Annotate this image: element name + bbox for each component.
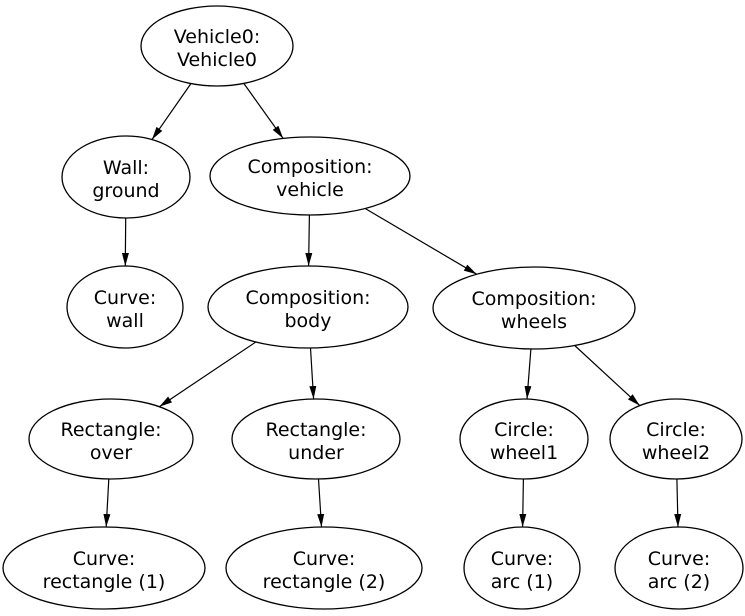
node-label-line2: rectangle (2)	[263, 571, 386, 593]
node-label-line2: wall	[106, 310, 144, 332]
node-curve-arc-1: Curve:arc (1)	[463, 526, 581, 610]
node-label-line1: Composition:	[247, 156, 372, 178]
node-circle-wheel1: Circle:wheel1	[459, 398, 589, 480]
node-label: Curve:wall	[94, 287, 156, 332]
node-label-line1: Vehicle0:	[174, 26, 260, 48]
node-label-line2: ground	[92, 180, 159, 202]
node-label: Composition:vehicle	[247, 156, 372, 201]
edge-vehicle0-to-wall-ground	[151, 83, 192, 140]
node-ellipse	[66, 265, 184, 349]
node-ellipse	[459, 398, 589, 480]
node-label-line1: Curve:	[648, 548, 710, 570]
edge-composition-vehicle-to-composition-wheels	[364, 207, 478, 275]
node-ellipse	[614, 526, 744, 610]
edge-composition-vehicle-to-composition-body	[305, 214, 313, 267]
node-label: Composition:wheels	[471, 288, 596, 333]
node-label-line1: Curve:	[293, 548, 355, 570]
node-ellipse	[225, 526, 423, 610]
node-label-line1: Curve:	[73, 548, 135, 570]
node-label-line2: arc (2)	[648, 571, 710, 593]
edge-composition-wheels-to-circle-wheel2	[574, 345, 641, 407]
edge-rectangle-under-to-curve-rectangle-2	[317, 478, 325, 528]
node-label: Wall:ground	[92, 157, 159, 202]
node-label-line2: vehicle	[276, 179, 344, 201]
node-label: Circle:wheel1	[490, 419, 558, 464]
node-label-line1: Composition:	[471, 288, 596, 310]
node-label-line1: Rectangle:	[60, 419, 161, 441]
node-label: Curve:rectangle (2)	[263, 548, 386, 593]
edge-vehicle0-to-composition-vehicle	[243, 83, 284, 139]
edge-composition-body-to-rectangle-over	[158, 341, 257, 408]
node-label-line1: Circle:	[646, 419, 706, 441]
node-label: Composition:body	[245, 287, 370, 332]
node-label: Rectangle:over	[60, 419, 161, 464]
node-label: Vehicle0:Vehicle0	[174, 26, 260, 71]
node-label: Circle:wheel2	[642, 419, 710, 464]
node-label: Rectangle:under	[265, 419, 366, 464]
node-ellipse	[463, 526, 581, 610]
node-label-line2: Vehicle0	[177, 49, 257, 71]
node-label-line2: wheels	[501, 311, 567, 333]
node-ellipse	[609, 398, 743, 480]
node-label-line1: Curve:	[94, 287, 156, 309]
node-label: Curve:rectangle (1)	[43, 548, 166, 593]
node-ellipse	[207, 265, 409, 349]
node-label: Curve:arc (1)	[491, 548, 553, 593]
node-label-line2: wheel2	[642, 442, 710, 464]
node-circle-wheel2: Circle:wheel2	[609, 398, 743, 480]
node-vehicle0: Vehicle0:Vehicle0	[140, 5, 294, 87]
node-composition-wheels: Composition:wheels	[432, 266, 636, 350]
node-composition-body: Composition:body	[207, 265, 409, 349]
node-ellipse	[140, 5, 294, 87]
node-label-line2: rectangle (1)	[43, 571, 166, 593]
node-label-line2: under	[288, 442, 344, 464]
node-label-line1: Curve:	[491, 548, 553, 570]
node-label-line1: Rectangle:	[265, 419, 366, 441]
edge-rectangle-over-to-curve-rectangle-1	[103, 478, 111, 528]
node-curve-rectangle-2: Curve:rectangle (2)	[225, 526, 423, 610]
node-curve-arc-2: Curve:arc (2)	[614, 526, 744, 610]
edge-circle-wheel1-to-curve-arc-1	[519, 478, 527, 528]
node-ellipse	[61, 135, 191, 219]
node-curve-rectangle-1: Curve:rectangle (1)	[2, 526, 206, 610]
edge-circle-wheel2-to-curve-arc-2	[674, 478, 682, 528]
node-rectangle-under: Rectangle:under	[231, 398, 401, 480]
node-ellipse	[231, 398, 401, 480]
node-rectangle-over: Rectangle:over	[28, 398, 194, 480]
node-ellipse	[432, 266, 636, 350]
edge-composition-body-to-rectangle-under	[309, 347, 317, 400]
node-label-line1: Wall:	[103, 157, 149, 179]
node-label-line2: arc (1)	[491, 571, 553, 593]
node-label-line2: wheel1	[490, 442, 558, 464]
node-composition-vehicle: Composition:vehicle	[209, 136, 411, 216]
node-ellipse	[28, 398, 194, 480]
node-label-line1: Composition:	[245, 287, 370, 309]
node-label: Curve:arc (2)	[648, 548, 710, 593]
edge-composition-wheels-to-circle-wheel1	[524, 348, 532, 400]
node-wall-ground: Wall:ground	[61, 135, 191, 219]
node-label-line1: Circle:	[494, 419, 554, 441]
node-ellipse	[209, 136, 411, 216]
node-label-line2: over	[90, 442, 133, 464]
node-curve-wall: Curve:wall	[66, 265, 184, 349]
node-ellipse	[2, 526, 206, 610]
node-label-line2: body	[285, 310, 332, 332]
